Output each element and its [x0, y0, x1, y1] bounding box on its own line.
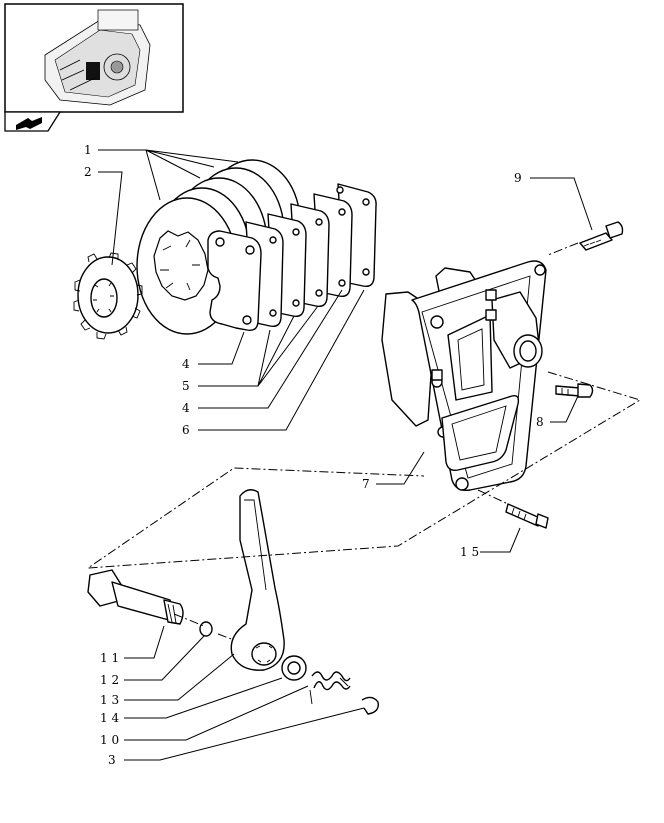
callout-13: 1 3 [100, 693, 119, 707]
callout-6: 6 [182, 423, 190, 437]
splined-shaft [87, 569, 184, 625]
callout-1: 1 [84, 143, 92, 157]
callout-9: 9 [514, 171, 522, 185]
callout-labels: 1 2 4 5 4 6 9 8 7 1 5 1 1 1 2 1 3 1 4 1 … [84, 143, 544, 767]
brake-cover-housing [381, 260, 547, 491]
callout-3: 3 [108, 753, 116, 767]
retaining-clip [361, 696, 379, 715]
callout-14: 1 4 [100, 711, 119, 725]
next-page-arrow-icon[interactable] [4, 111, 62, 132]
brake-lever [230, 489, 285, 671]
bolt-9 [579, 221, 624, 251]
callout-12: 1 2 [100, 673, 119, 687]
separator-plates [207, 183, 377, 332]
washer [281, 655, 307, 681]
callout-11: 1 1 [100, 651, 119, 665]
return-spring [309, 671, 351, 705]
callout-15: 1 5 [460, 545, 479, 559]
callout-4-lower: 4 [182, 401, 190, 415]
leader-lines [98, 149, 593, 761]
snap-ring [199, 621, 213, 637]
stud-15 [505, 503, 549, 529]
callout-8: 8 [536, 415, 544, 429]
callout-5: 5 [182, 379, 190, 393]
callout-10: 1 0 [100, 733, 119, 747]
housing-overview-image [44, 9, 151, 106]
callout-4-upper: 4 [182, 357, 190, 371]
bolt-8 [555, 383, 594, 398]
gear-part [73, 252, 143, 340]
assembly-lines [86, 242, 642, 641]
thumbnail-box [4, 3, 184, 113]
callout-7: 7 [362, 477, 370, 491]
callout-2: 2 [84, 165, 92, 179]
